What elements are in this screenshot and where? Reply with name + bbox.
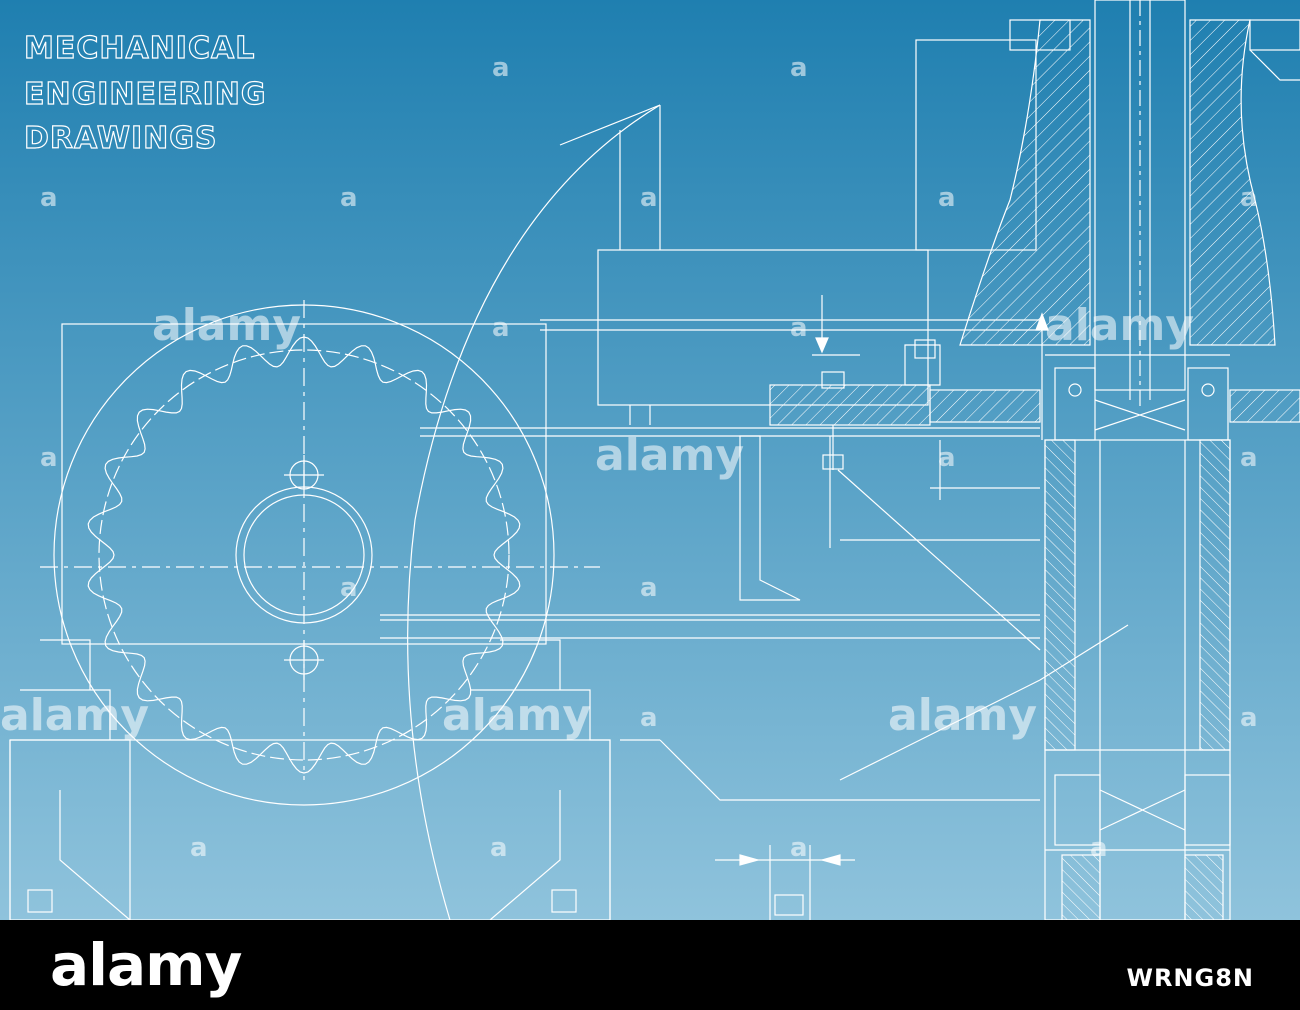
- watermark-glyph: a: [1240, 183, 1258, 213]
- watermark-glyph: a: [492, 53, 510, 83]
- watermark-5: alamy: [442, 690, 591, 741]
- watermark-glyph: a: [1090, 833, 1108, 863]
- watermark-glyph: a: [790, 313, 808, 343]
- watermark-glyph: a: [938, 443, 956, 473]
- watermark-glyph: a: [492, 313, 510, 343]
- watermark-glyph: a: [490, 833, 508, 863]
- bearing-lower-left: [1054, 774, 1101, 846]
- watermark-glyph: a: [790, 53, 808, 83]
- title-line-1: MECHANICAL: [24, 31, 255, 66]
- column-wall-left: [1044, 439, 1076, 751]
- flange-plate: [769, 384, 931, 426]
- watermark-glyph: a: [340, 183, 358, 213]
- guard-arc: [407, 104, 661, 920]
- base-block: [9, 739, 611, 920]
- blueprint-drawing: MECHANICAL ENGINEERING DRAWINGS: [0, 0, 1300, 920]
- watermark-glyph: a: [640, 573, 658, 603]
- watermark-glyph: a: [938, 183, 956, 213]
- watermark-glyph: a: [1240, 443, 1258, 473]
- top-casting-right: [1189, 19, 1276, 346]
- watermark-6: alamy: [888, 690, 1037, 741]
- watermark-1: alamy: [152, 300, 301, 351]
- guard-line: [559, 104, 661, 146]
- sprocket-pitch-circle: [98, 349, 510, 761]
- sprocket-outer-circle: [53, 304, 555, 806]
- image-id-label: WRNG8N: [1126, 964, 1254, 992]
- watermark-glyph: a: [640, 183, 658, 213]
- mount-plate: [929, 389, 1041, 423]
- column-base-right: [1184, 854, 1224, 920]
- watermark-layer: alamy alamy alamy alamy alamy alamy a a …: [0, 53, 1258, 863]
- watermark-2: alamy: [595, 430, 744, 481]
- column-wall-right: [1199, 439, 1231, 751]
- column-base-left: [1061, 854, 1101, 920]
- title-line-2: ENGINEERING: [24, 77, 266, 112]
- bearing-upper-right: [1187, 367, 1229, 441]
- motor-block: [597, 249, 929, 406]
- watermark-glyph: a: [40, 183, 58, 213]
- watermark-glyph: a: [640, 703, 658, 733]
- bearing-upper-left: [1054, 367, 1096, 441]
- watermark-glyph: a: [790, 833, 808, 863]
- title-line-3: DRAWINGS: [24, 121, 217, 156]
- bearing-lower-right: [1184, 774, 1231, 846]
- watermark-4: alamy: [0, 690, 149, 741]
- sprocket-teeth: [87, 336, 521, 774]
- mount-plate-right: [1229, 389, 1300, 423]
- watermark-glyph: a: [340, 573, 358, 603]
- watermark-3: alamy: [1045, 300, 1194, 351]
- i-beam: [739, 435, 801, 601]
- watermark-glyph: a: [40, 443, 58, 473]
- watermark-glyph: a: [1240, 703, 1258, 733]
- guard-arc-inner: [619, 105, 661, 250]
- top-casting: [959, 19, 1091, 346]
- footer-logo[interactable]: alamy: [50, 931, 242, 999]
- watermark-glyph: a: [190, 833, 208, 863]
- footer-bar: [0, 920, 1300, 1010]
